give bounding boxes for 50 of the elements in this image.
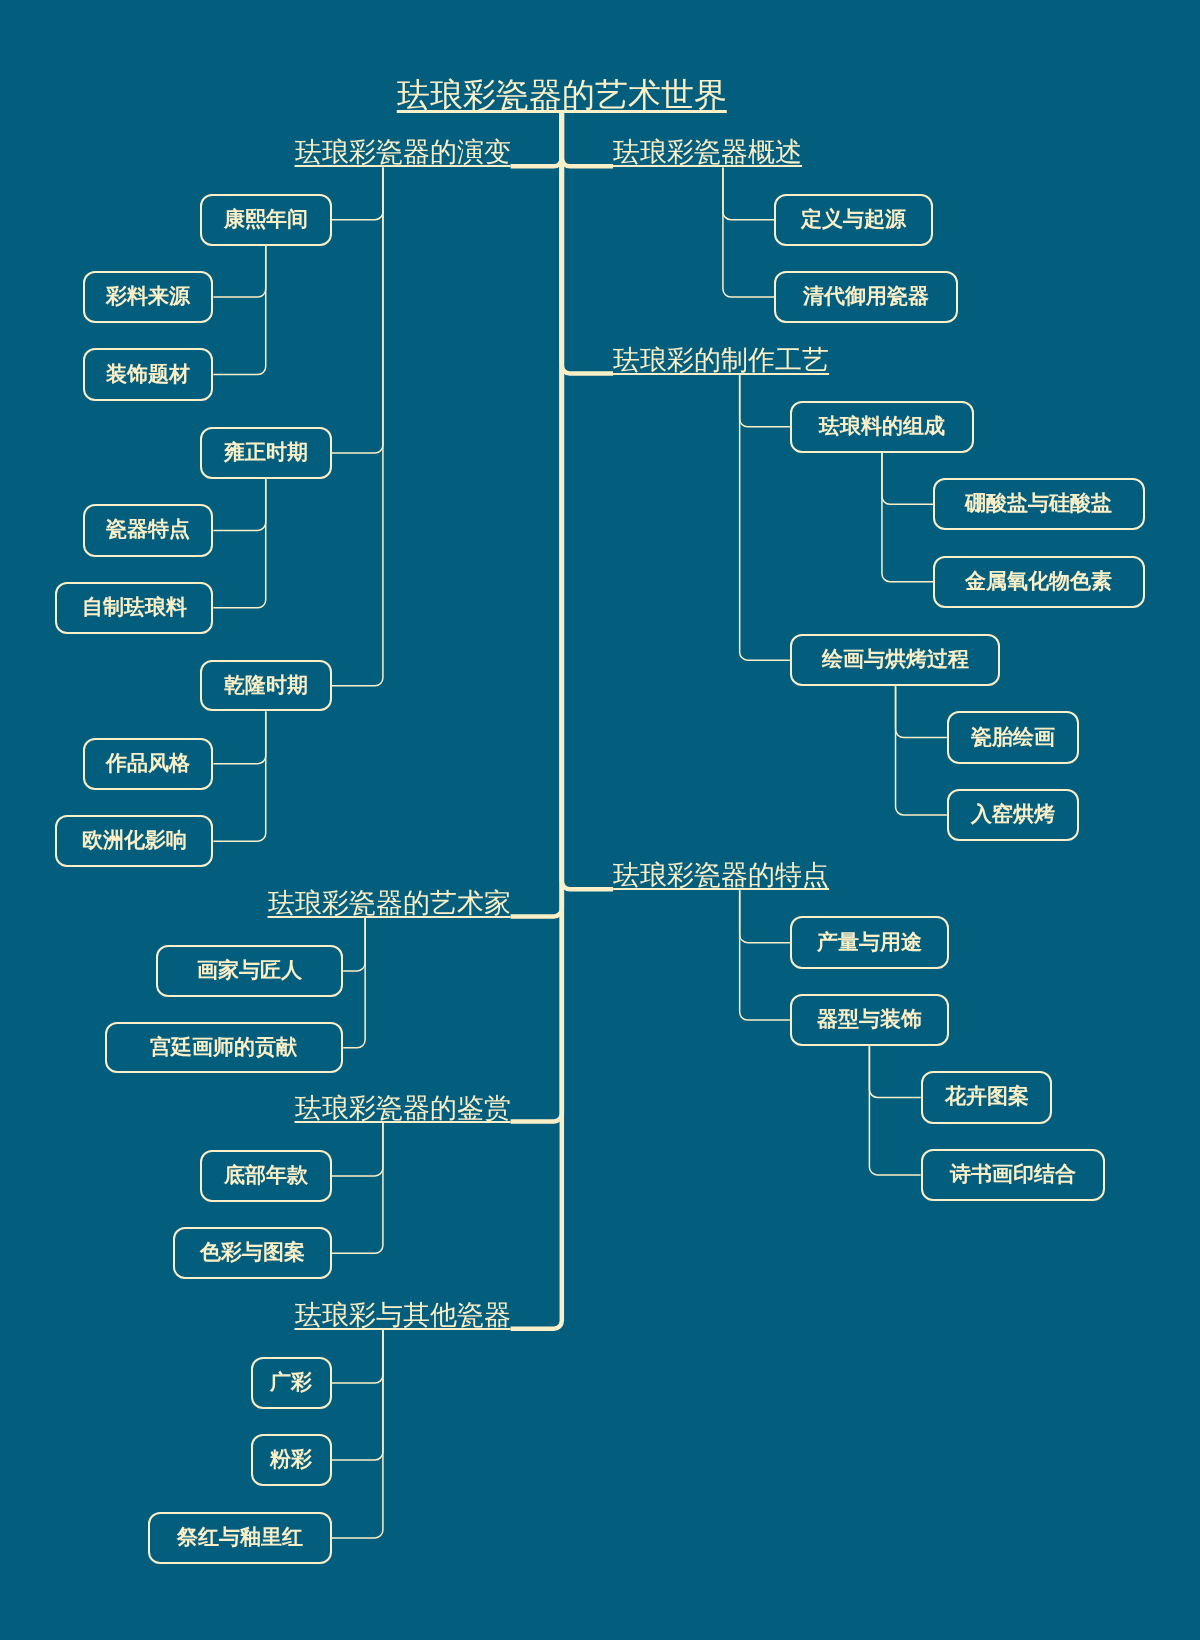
connector-line [738,373,791,661]
topic-box: 瓷器特点 [82,504,214,557]
connector-line [881,452,934,583]
topic-box: 产量与用途 [789,916,949,969]
topic-box: 色彩与图案 [172,1227,332,1280]
topic-box: 自制珐琅料 [55,581,214,634]
topic-box: 康熙年间 [199,193,332,246]
topic-box: 乾隆时期 [199,660,332,712]
connector-line [212,710,267,842]
topic-box: 装饰题材 [82,348,214,401]
topic-box: 硼酸盐与硅酸盐 [933,478,1145,531]
branch-heading: 珐琅彩的制作工艺 [613,338,900,375]
connector-line [330,1121,384,1255]
topic-box: 宫廷画师的贡献 [104,1022,344,1074]
topic-box: 器型与装饰 [789,993,949,1047]
connector-line [212,245,267,376]
branch-heading: 珐琅彩瓷器的演变 [209,131,511,168]
topic-box: 作品风格 [82,737,214,790]
branch-heading: 珐琅彩瓷器概述 [613,131,879,168]
topic-box: 诗书画印结合 [920,1148,1105,1202]
topic-box: 珐琅料的组成 [789,400,974,453]
connector-line [342,916,366,1049]
connector-line [212,478,267,609]
connector-line [738,889,791,1021]
topic-box: 祭红与釉里红 [147,1511,332,1565]
branch-heading: 珐琅彩瓷器的特点 [613,854,900,891]
topic-box: 欧洲化影响 [55,815,214,868]
connector-line [722,166,775,298]
connector-line [868,1045,922,1176]
topic-box: 彩料来源 [82,270,214,324]
topic-box: 瓷胎绘画 [946,711,1079,764]
topic-box: 粉彩 [251,1434,332,1486]
topic-box: 金属氧化物色素 [933,555,1145,608]
topic-box: 广彩 [251,1356,332,1410]
connector-line [894,685,948,816]
topic-box: 绘画与烘烤过程 [789,634,1001,687]
topic-box: 花卉图案 [920,1071,1053,1124]
connector-line [330,1329,384,1539]
connector-line [510,113,565,1331]
topic-box: 入窑烘烤 [946,788,1079,842]
branch-heading: 珐琅彩瓷器的鉴赏 [209,1087,511,1123]
branch-heading: 珐琅彩瓷器的艺术家 [188,881,511,918]
topic-box: 定义与起源 [774,193,934,246]
branch-heading: 珐琅彩与其他瓷器 [209,1294,511,1330]
topic-box: 画家与匠人 [155,944,344,997]
topic-box: 清代御用瓷器 [774,270,959,324]
topic-box: 雍正时期 [199,426,332,480]
connector-line [330,166,384,687]
topic-box: 底部年款 [199,1149,332,1203]
mindmap-title: 珐琅彩瓷器的艺术世界 [368,69,756,113]
